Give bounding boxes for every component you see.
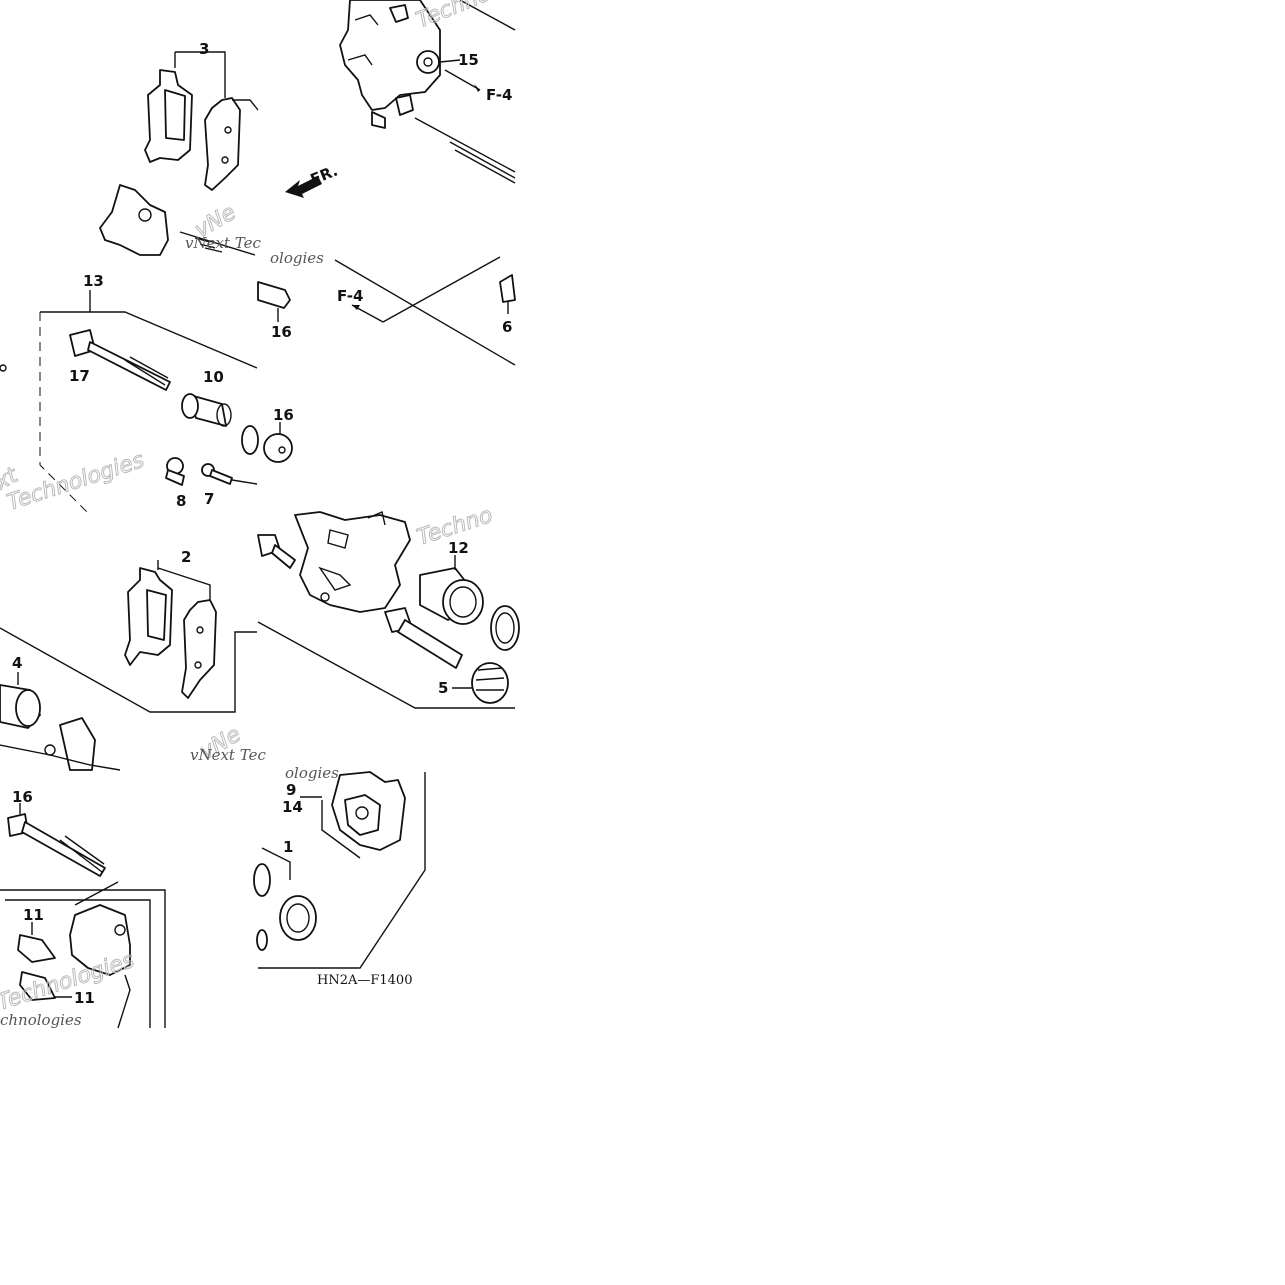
sleeve-10 bbox=[181, 393, 232, 427]
piston-4 bbox=[0, 672, 41, 729]
tile-middle-left: 13 17 10 16 8 7 xt Techn bbox=[0, 272, 294, 516]
callout-4: 4 bbox=[12, 654, 22, 672]
tile-middle-middle: ologies 16 F-4 6 bbox=[257, 249, 516, 366]
callout-11-b: 11 bbox=[74, 989, 95, 1007]
slide-pin-bolt bbox=[384, 607, 463, 669]
caliper-bracket-lower bbox=[0, 717, 121, 771]
callout-16-b: 16 bbox=[271, 323, 292, 341]
callout-14: 14 bbox=[282, 798, 303, 816]
tile-lower-left: 2 4 vNe vNext Tec bbox=[0, 548, 266, 771]
seal-ring bbox=[490, 605, 520, 651]
seal-kit-1 bbox=[253, 847, 317, 951]
callout-8: 8 bbox=[176, 492, 186, 510]
callout-16-c: 16 bbox=[12, 788, 33, 806]
brake-pad-set-2 bbox=[124, 560, 217, 699]
callout-10: 10 bbox=[203, 368, 224, 386]
callout-17: 17 bbox=[69, 367, 90, 385]
callout-11-a: 11 bbox=[23, 906, 44, 924]
diagram-code: HN2A—F1400 bbox=[317, 973, 412, 988]
caliper-assembly-15 bbox=[339, 0, 516, 184]
caliper-body-12 bbox=[294, 511, 411, 613]
boot-16-a bbox=[241, 425, 293, 463]
watermark-techno-top: Techno bbox=[413, 0, 494, 34]
bleed-valve-8-7 bbox=[165, 457, 258, 486]
watermark-chnologies: chnologies bbox=[0, 1011, 82, 1029]
callout-12: 12 bbox=[448, 539, 469, 557]
ref-f4-middle: F-4 bbox=[337, 287, 363, 305]
support-bracket bbox=[69, 904, 131, 1029]
piston-12 bbox=[419, 555, 484, 625]
callout-1: 1 bbox=[283, 838, 293, 856]
caliper-body-partial bbox=[99, 184, 256, 256]
callout-3: 3 bbox=[199, 40, 209, 58]
boot-16-b bbox=[257, 281, 291, 322]
caliper-bracket-9-14 bbox=[331, 771, 406, 851]
callout-16-a: 16 bbox=[273, 406, 294, 424]
pad-spring-11-a bbox=[17, 922, 56, 963]
bracket-13 bbox=[39, 290, 258, 516]
pin-bolt-17 bbox=[69, 329, 171, 391]
pin-bolt-16-long bbox=[7, 803, 106, 877]
slide-pin-left bbox=[257, 534, 296, 569]
ref-f4-top: F-4 bbox=[486, 86, 512, 104]
tile-bottom-middle: ologies 9 14 1 HN2A—F1400 bbox=[253, 764, 426, 988]
callout-15: 15 bbox=[458, 51, 479, 69]
boot-5 bbox=[452, 662, 509, 704]
front-indicator: FR. bbox=[308, 162, 341, 189]
callout-6: 6 bbox=[502, 318, 512, 336]
callout-5: 5 bbox=[438, 679, 448, 697]
front-arrow bbox=[285, 176, 322, 198]
callout-2: 2 bbox=[181, 548, 191, 566]
watermark-technologies-1: Technologies bbox=[4, 448, 147, 516]
callout-13: 13 bbox=[83, 272, 104, 290]
callout-9: 9 bbox=[286, 781, 296, 799]
watermark-vnext-tec-2: vNext Tec bbox=[190, 746, 266, 764]
tile-bottom-left: 16 11 11 Technologies chnologies bbox=[0, 788, 166, 1029]
brake-pad-set-3 bbox=[144, 51, 259, 191]
nut-6 bbox=[499, 274, 516, 314]
watermark-vnext-tec-1: vNext Tec bbox=[185, 234, 261, 252]
watermark-ologies-1: ologies bbox=[270, 249, 324, 267]
tile-lower-middle: 12 5 Techno bbox=[257, 502, 520, 709]
callout-7: 7 bbox=[204, 490, 214, 508]
tile-top-left: 3 FR. vNe vNext Tec bbox=[99, 40, 341, 256]
pad-spring-11-b bbox=[19, 971, 72, 1001]
watermark-ologies-2: ologies bbox=[285, 764, 339, 782]
tile-top-middle: 15 F-4 Techno bbox=[339, 0, 516, 184]
